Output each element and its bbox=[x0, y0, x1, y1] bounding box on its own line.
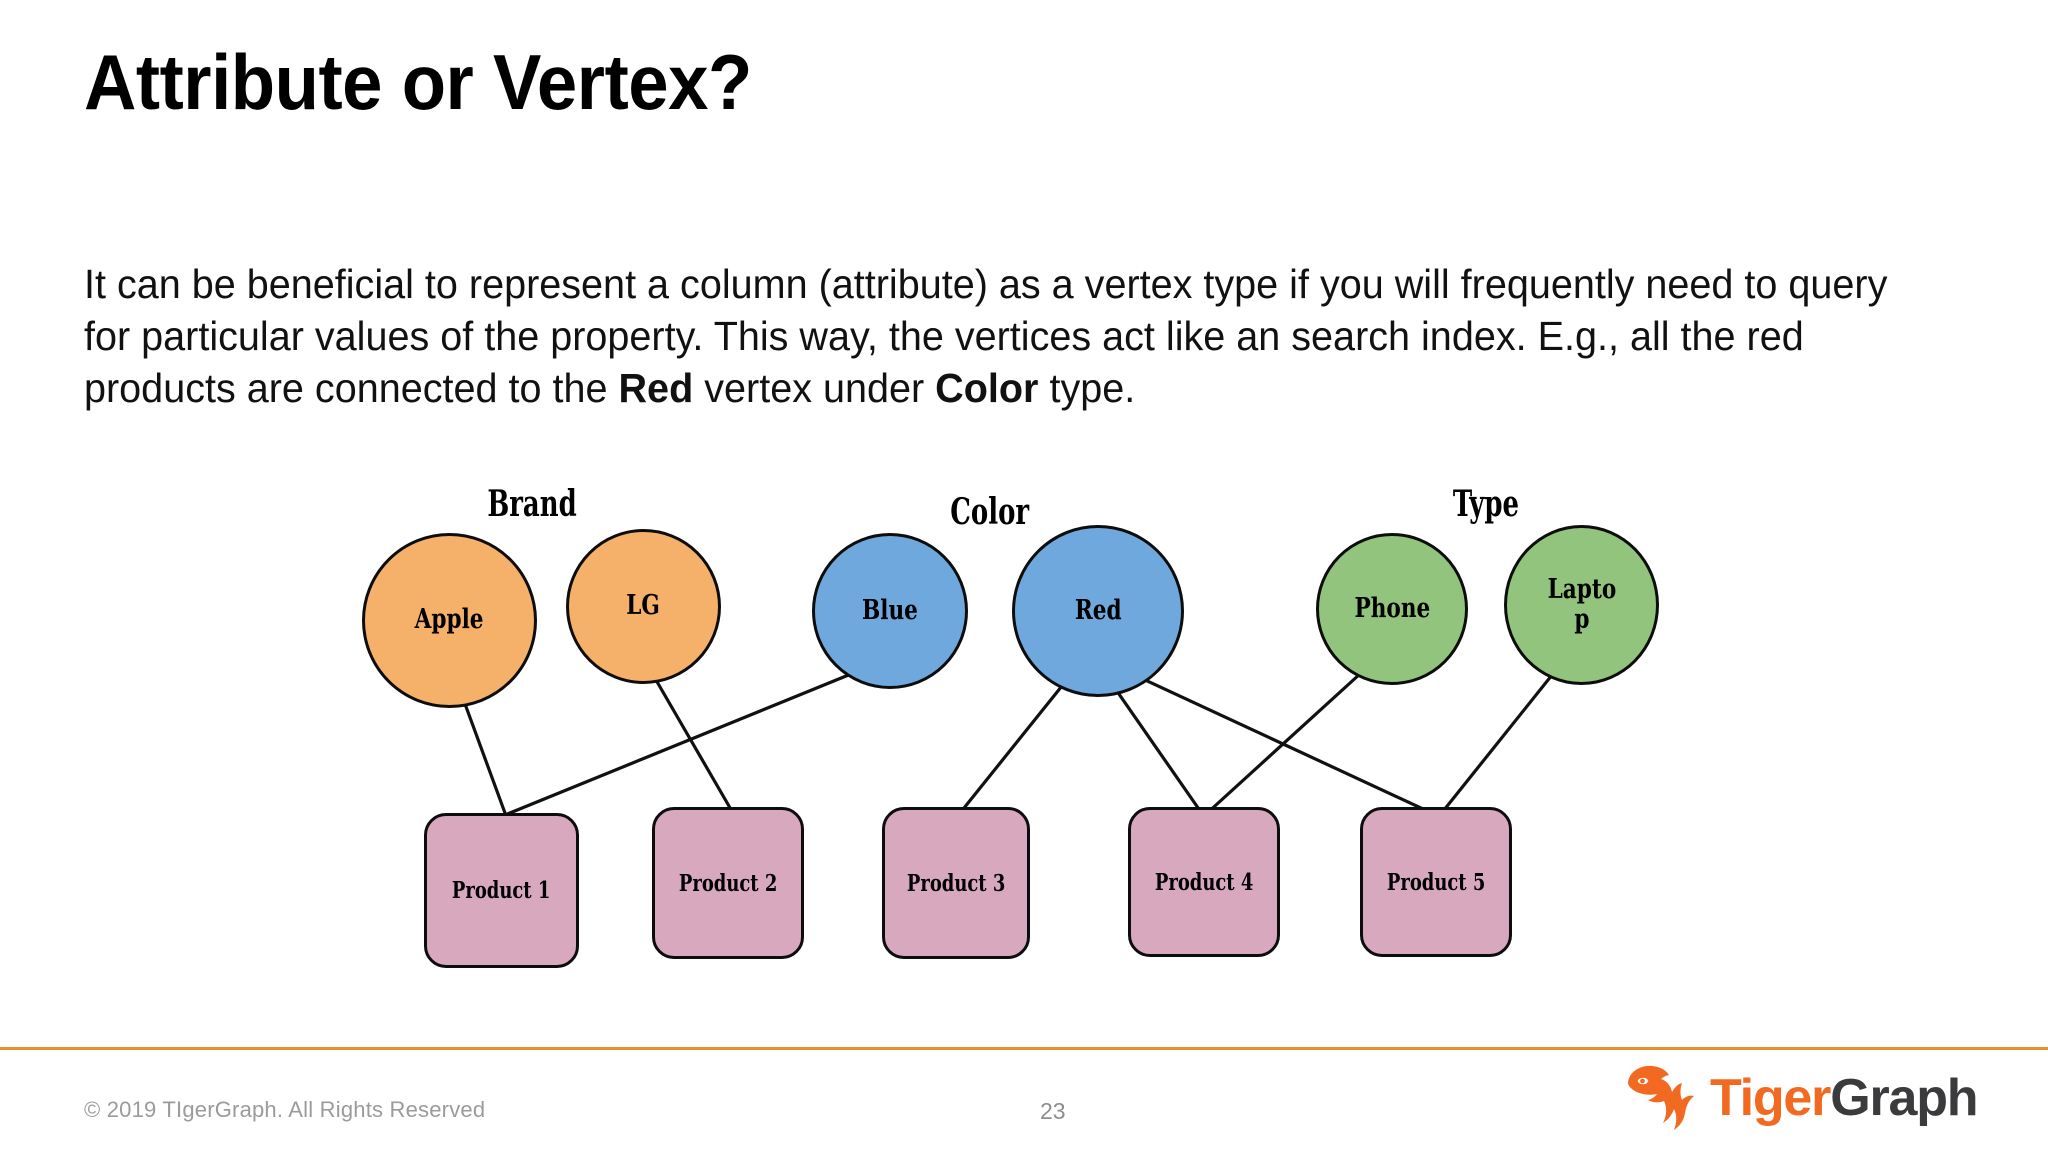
vertex-product-1[interactable]: Product 1 bbox=[424, 813, 579, 968]
attribute-vertex-diagram: Brand Color Type Apple LG Blue Red Phone… bbox=[0, 483, 2048, 1015]
vertex-lg-label: LG bbox=[626, 590, 661, 622]
vertex-phone[interactable]: Phone bbox=[1316, 533, 1468, 685]
vertex-laptop-label: Lapto p bbox=[1547, 573, 1616, 635]
vertex-laptop[interactable]: Lapto p bbox=[1504, 525, 1659, 685]
vertex-product-5[interactable]: Product 5 bbox=[1360, 807, 1512, 957]
body-paragraph: It can be beneficial to represent a colu… bbox=[84, 258, 1918, 414]
logo-word-graph: Graph bbox=[1830, 1069, 1978, 1127]
vertex-product-4-label: Product 4 bbox=[1154, 868, 1254, 896]
vertex-red-label: Red bbox=[1074, 594, 1122, 626]
edge-layer bbox=[448, 657, 1562, 817]
vertex-apple-label: Apple bbox=[415, 604, 484, 636]
vertex-lg[interactable]: LG bbox=[566, 529, 721, 684]
vertex-blue[interactable]: Blue bbox=[812, 533, 968, 689]
body-text-part1: It can be beneficial to represent a colu… bbox=[84, 261, 1888, 411]
vertex-product-3[interactable]: Product 3 bbox=[882, 807, 1030, 959]
vertex-product-4[interactable]: Product 4 bbox=[1128, 807, 1280, 957]
logo-word-tiger: Tiger bbox=[1710, 1069, 1831, 1127]
vertex-red[interactable]: Red bbox=[1012, 525, 1184, 697]
edge-lg-product2 bbox=[643, 659, 735, 815]
group-label-color: Color bbox=[950, 491, 1030, 533]
footer-copyright: © 2019 TIgerGraph. All Rights Reserved bbox=[84, 1097, 486, 1122]
edge-blue-product1 bbox=[503, 661, 880, 817]
logo-wordmark: TigerGraph bbox=[1710, 1069, 1979, 1127]
tiger-head-icon bbox=[1628, 1065, 1694, 1130]
vertex-apple[interactable]: Apple bbox=[362, 533, 537, 708]
edge-phone-product4 bbox=[1203, 661, 1374, 817]
group-label-brand: Brand bbox=[487, 483, 577, 525]
group-label-type: Type bbox=[1452, 483, 1519, 525]
vertex-product-1-label: Product 1 bbox=[452, 877, 551, 904]
body-text-bold-red: Red bbox=[618, 365, 694, 411]
edge-red-product5 bbox=[1098, 657, 1438, 817]
page-title: Attribute or Vertex? bbox=[84, 38, 752, 126]
body-text-bold-color: Color bbox=[935, 365, 1039, 411]
vertex-blue-label: Blue bbox=[862, 594, 918, 626]
footer-divider bbox=[0, 1047, 2048, 1050]
page-number: 23 bbox=[1040, 1098, 1066, 1124]
vertex-product-5-label: Product 5 bbox=[1386, 868, 1486, 896]
edge-laptop-product5 bbox=[1438, 663, 1562, 817]
vertex-product-3-label: Product 3 bbox=[906, 869, 1006, 897]
body-text-part2: vertex under bbox=[693, 365, 936, 411]
vertex-product-2-label: Product 2 bbox=[678, 869, 778, 897]
vertex-phone-label: Phone bbox=[1354, 592, 1430, 624]
tigergraph-logo: TigerGraph bbox=[1622, 1062, 1979, 1134]
body-text-part3: type. bbox=[1038, 365, 1136, 411]
vertex-product-2[interactable]: Product 2 bbox=[652, 807, 804, 959]
